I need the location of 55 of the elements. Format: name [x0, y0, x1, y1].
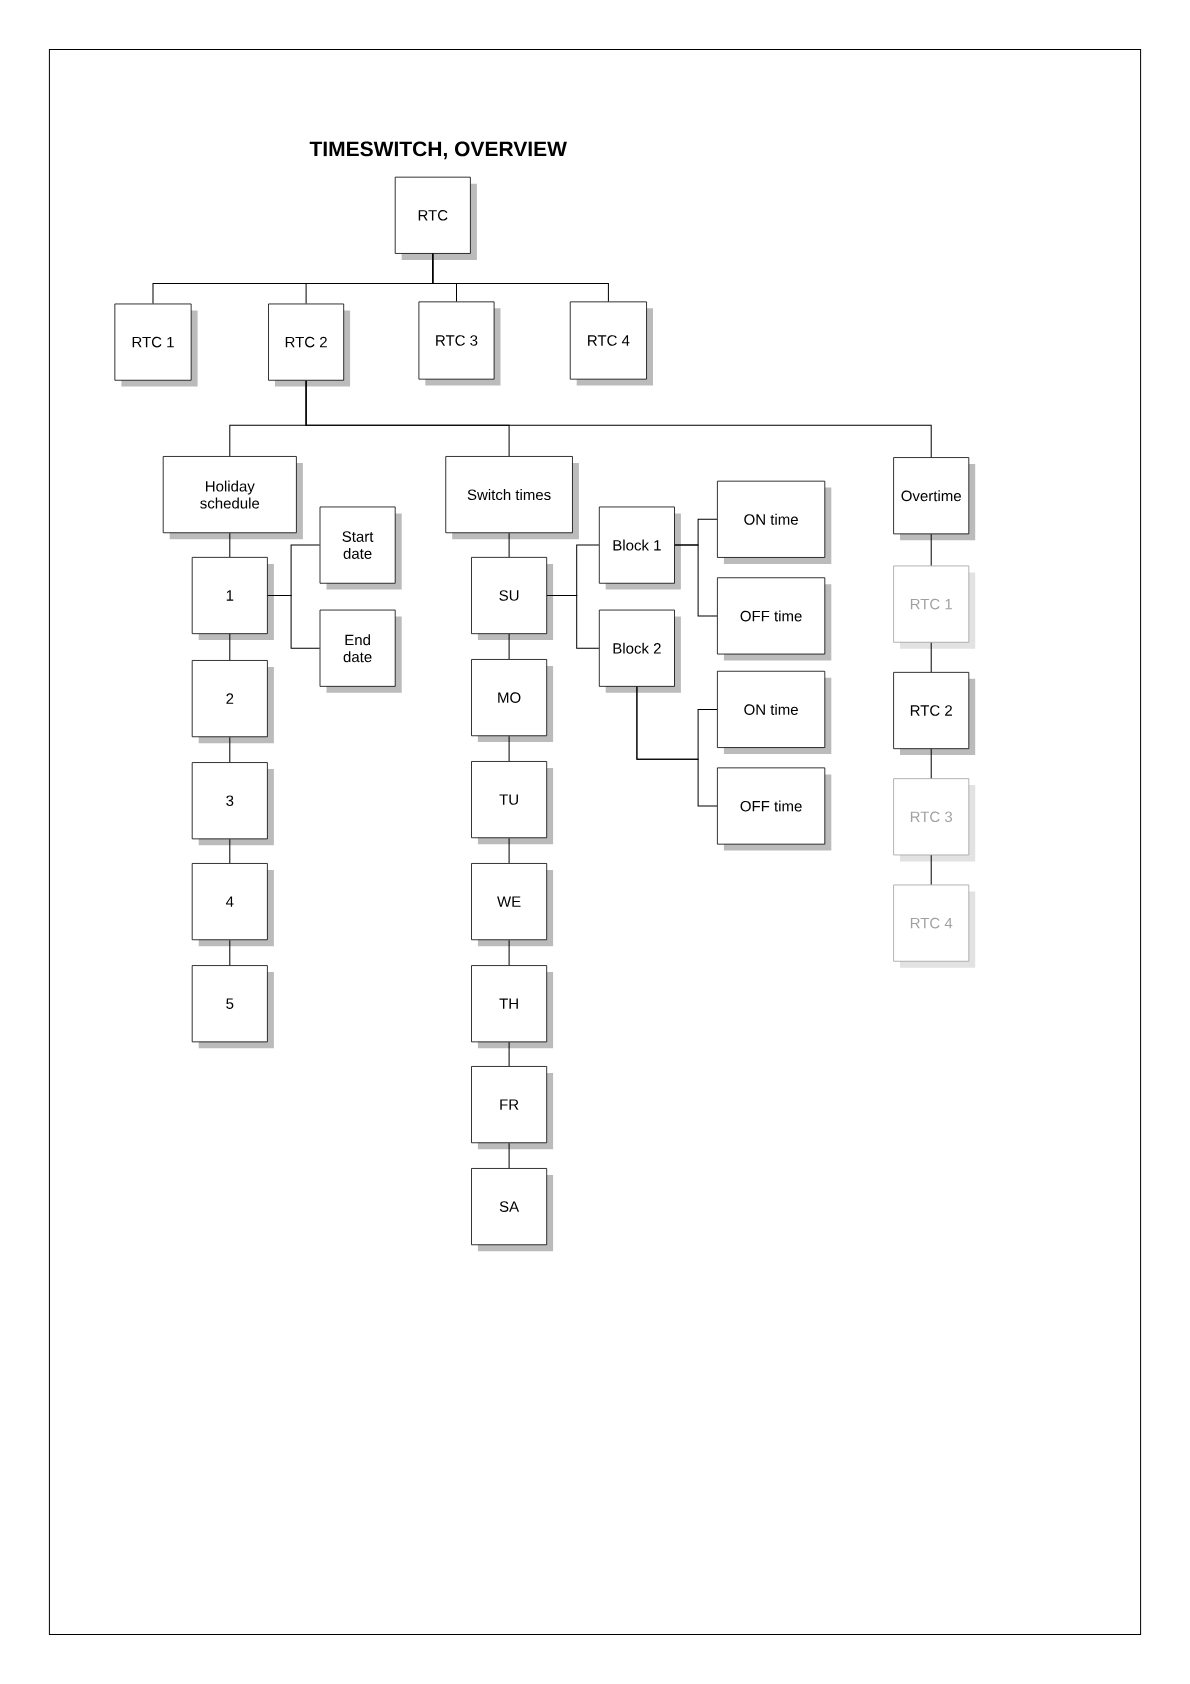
connector-line: [930, 748, 932, 779]
connector-line: [305, 380, 932, 458]
connector-line: [546, 595, 600, 649]
box: Block 1: [598, 506, 681, 590]
connector-line: [508, 939, 510, 966]
connector-line: [229, 736, 231, 763]
box: RTC 3: [418, 301, 501, 386]
connector-line: [930, 642, 932, 673]
box: 5: [191, 965, 274, 1049]
box: Start date: [319, 506, 402, 590]
box: RTC: [394, 176, 477, 260]
box: ON time: [717, 670, 832, 754]
connector-line: [508, 532, 510, 558]
box: FR: [471, 1066, 554, 1150]
box: RTC 2: [893, 671, 976, 755]
box: Holiday schedule: [162, 456, 303, 540]
box: SU: [471, 556, 554, 641]
connector-line: [508, 1041, 510, 1067]
connector-line: [508, 837, 510, 864]
box: ON time: [717, 480, 832, 564]
connector-line: [229, 633, 231, 661]
box: RTC 4: [569, 301, 653, 386]
title: TIMESWITCH, OVERVIEW: [309, 141, 567, 160]
box: Switch times: [445, 456, 579, 540]
box: RTC 2: [268, 303, 351, 387]
box: OFF time: [717, 767, 832, 851]
box: End date: [319, 609, 402, 693]
box: TH: [471, 965, 554, 1049]
box: 4: [191, 863, 274, 947]
box: MO: [471, 659, 554, 743]
box: RTC 1: [114, 303, 198, 387]
connector-line: [930, 533, 932, 567]
box: 2: [191, 660, 274, 744]
box: 3: [191, 762, 274, 846]
box: OFF time: [717, 577, 832, 661]
box: TU: [471, 761, 554, 845]
connector-line: [636, 686, 718, 807]
box: SA: [471, 1168, 554, 1252]
box: WE: [471, 863, 554, 947]
connector-line: [674, 544, 718, 617]
box: 1: [191, 556, 274, 641]
box: Block 2: [598, 609, 681, 693]
connector-line: [930, 854, 932, 886]
connector-line: [508, 633, 510, 660]
connector-line: [229, 838, 231, 864]
connector-line: [508, 735, 510, 762]
box: RTC 4: [893, 884, 976, 968]
box: Overtime: [893, 457, 976, 541]
box: RTC 1: [893, 565, 976, 649]
connector-line: [508, 1142, 510, 1169]
connector-line: [267, 595, 321, 649]
connector-line: [432, 253, 609, 302]
box: RTC 3: [893, 778, 976, 862]
connector-line: [229, 532, 231, 558]
connector-line: [229, 939, 231, 966]
